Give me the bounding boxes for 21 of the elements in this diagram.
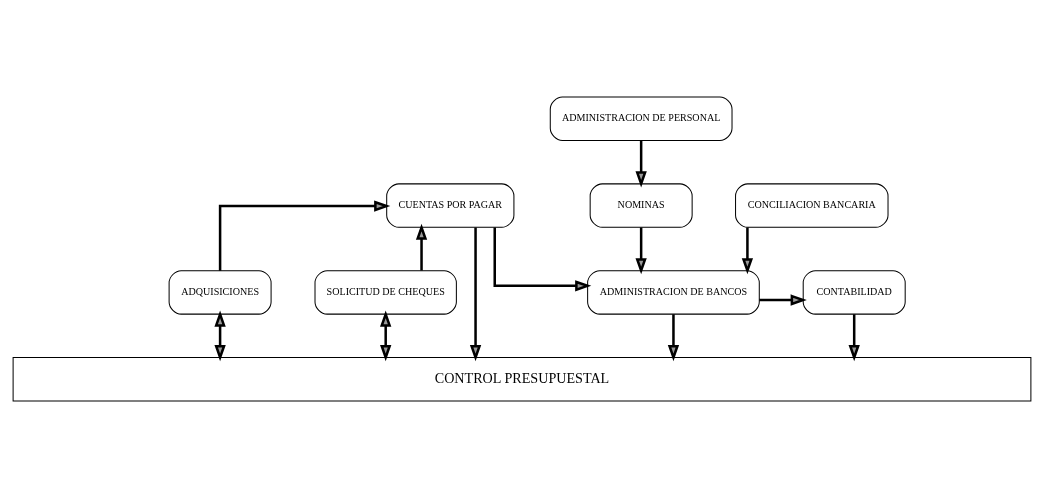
arrow	[469, 227, 482, 361]
arrow	[214, 310, 226, 361]
arrow	[380, 310, 392, 361]
node-box: CONCILIACION BANCARIA	[735, 182, 889, 228]
arrow	[741, 227, 754, 274]
node-box: CONTROL PRESUPUESTAL	[12, 356, 1032, 401]
arrow	[635, 140, 647, 187]
arrow	[493, 227, 592, 291]
node-box: CUENTAS POR PAGAR	[386, 182, 515, 228]
arrow	[848, 313, 860, 361]
node-box: SOLICITUD DE CHEQUES	[314, 269, 457, 315]
arrow	[218, 199, 391, 271]
node-box: CONTABILIDAD	[802, 269, 906, 315]
node-box: ADQUISICIONES	[168, 269, 272, 315]
arrow	[635, 227, 647, 274]
node-box: ADMINISTRACION DE PERSONAL	[549, 96, 733, 141]
arrow	[759, 293, 807, 306]
arrow	[667, 313, 680, 361]
node-box: NOMINAS	[589, 182, 693, 228]
arrow	[415, 223, 428, 270]
node-box: ADMINISTRACION DE BANCOS	[587, 269, 760, 315]
